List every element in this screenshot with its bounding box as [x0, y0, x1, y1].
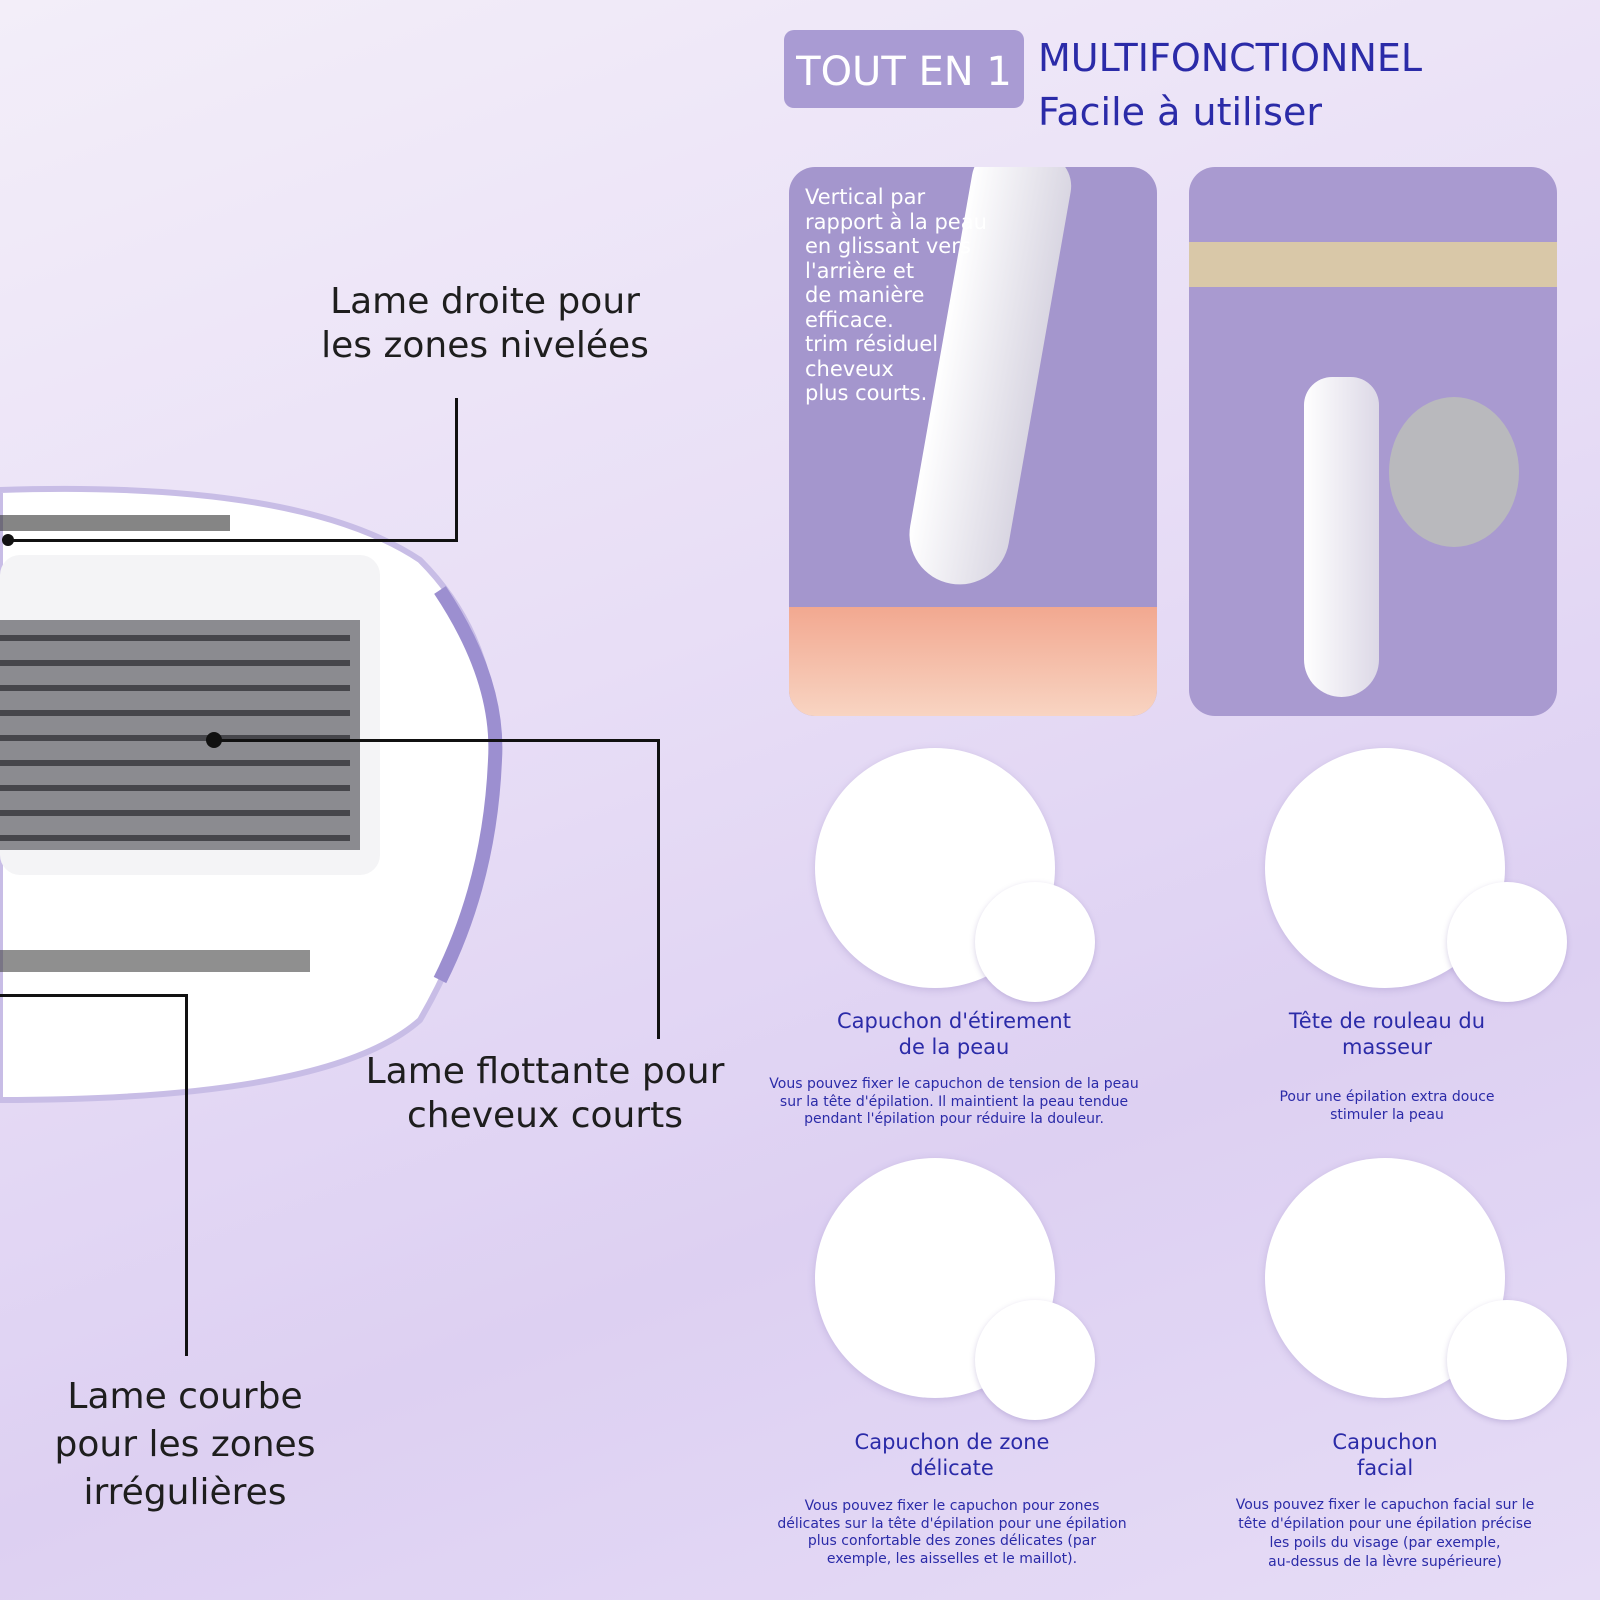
- attachment-description: Pour une épilation extra douce stimuler …: [1197, 1089, 1577, 1124]
- skin-illustration: [789, 607, 1157, 716]
- text-line: sur la tête d'épilation. Il maintient la…: [779, 1093, 1129, 1110]
- bath-sponge: [1389, 397, 1519, 547]
- attachment-title: Capuchon facial: [1205, 1429, 1565, 1481]
- hanging-epilator: [1304, 377, 1379, 697]
- usage-line: plus courts.: [805, 381, 928, 405]
- title-line: de la peau: [898, 1035, 1010, 1059]
- text-line: Vous pouvez fixer le capuchon de tension…: [769, 1076, 1139, 1092]
- attachment-title: Capuchon de zone délicate: [772, 1429, 1132, 1481]
- callout-curved-blade: Lame courbe pour les zones irrégulières: [30, 1373, 340, 1517]
- callout-line-text: Lame droite pour: [330, 281, 640, 322]
- header-subtitle: Facile à utiliser: [1038, 90, 1322, 134]
- callout-line-text: irrégulières: [83, 1472, 287, 1513]
- text-line: délicates sur la tête d'épilation pour u…: [777, 1515, 1127, 1532]
- title-line: Capuchon de zone: [854, 1430, 1050, 1454]
- attachment-description: Vous pouvez fixer le capuchon pour zones…: [762, 1498, 1142, 1568]
- usage-panel: Vertical par rapport à la peau en glissa…: [789, 167, 1157, 716]
- attachment-description: Vous pouvez fixer le capuchon facial sur…: [1195, 1496, 1575, 1572]
- text-line: pendant l'épilation pour réduire la doul…: [804, 1111, 1104, 1127]
- callout-line-text: pour les zones: [54, 1424, 316, 1465]
- text-line: tête d'épilation pour une épilation préc…: [1238, 1516, 1532, 1532]
- callout-line: [8, 539, 458, 542]
- attachment-title: Capuchon d'étirement de la peau: [774, 1008, 1134, 1060]
- title-line: Tête de rouleau du: [1288, 1009, 1486, 1033]
- usage-line: Vertical par: [805, 185, 926, 209]
- title-line: Capuchon d'étirement: [837, 1009, 1071, 1033]
- usage-line: de manière: [805, 283, 925, 307]
- attachment-title: Tête de rouleau du masseur: [1207, 1008, 1567, 1060]
- usage-line: en glissant vers: [805, 234, 971, 258]
- hook-rail: [1189, 242, 1557, 287]
- text-line: stimuler la peau: [1330, 1106, 1444, 1123]
- usage-line: rapport à la peau: [805, 209, 987, 234]
- callout-line: [455, 398, 458, 542]
- callout-line-text: Lame courbe: [67, 1376, 303, 1417]
- callout-line-text: les zones nivelées: [321, 325, 649, 366]
- text-line: plus confortable des zones délicates (pa…: [807, 1533, 1097, 1549]
- callout-floating-blade: Lame flottante pour cheveux courts: [355, 1050, 735, 1138]
- text-line: exemple, les aisselles et le maillot).: [826, 1550, 1078, 1567]
- callout-line: [657, 739, 660, 1039]
- attachment-description: Vous pouvez fixer le capuchon de tension…: [764, 1076, 1144, 1129]
- title-line: délicate: [910, 1456, 994, 1480]
- attachment-thumbnail: [1447, 1300, 1567, 1420]
- all-in-one-badge: TOUT EN 1: [784, 30, 1024, 108]
- title-line: facial: [1356, 1456, 1414, 1480]
- usage-line: trim résiduel: [805, 332, 939, 356]
- shaver-head-illustration: [0, 485, 503, 1104]
- usage-line: cheveux: [805, 356, 894, 381]
- text-line: Pour une épilation extra douce: [1279, 1089, 1495, 1105]
- attachment-thumbnail: [975, 882, 1095, 1002]
- hanging-photo-panel: [1189, 167, 1557, 716]
- callout-line: [0, 994, 188, 997]
- title-line: masseur: [1341, 1035, 1433, 1059]
- callout-line: [214, 739, 660, 742]
- callout-line-text: cheveux courts: [406, 1095, 684, 1136]
- callout-straight-blade: Lame droite pour les zones nivelées: [300, 280, 670, 368]
- text-line: les poils du visage (par exemple,: [1269, 1535, 1501, 1551]
- title-line: Capuchon: [1332, 1430, 1438, 1454]
- usage-instructions: Vertical par rapport à la peau en glissa…: [805, 185, 1005, 406]
- callout-line: [185, 994, 188, 1356]
- usage-line: efficace.: [805, 307, 894, 332]
- usage-line: l'arrière et: [805, 258, 915, 283]
- text-line: Vous pouvez fixer le capuchon pour zones: [804, 1498, 1100, 1514]
- callout-line-text: Lame flottante pour: [365, 1051, 725, 1092]
- attachment-thumbnail: [975, 1300, 1095, 1420]
- text-line: au-dessus de la lèvre supérieure): [1268, 1554, 1502, 1570]
- attachment-thumbnail: [1447, 882, 1567, 1002]
- header-title: MULTIFONCTIONNEL: [1038, 36, 1423, 80]
- text-line: Vous pouvez fixer le capuchon facial sur…: [1235, 1497, 1535, 1513]
